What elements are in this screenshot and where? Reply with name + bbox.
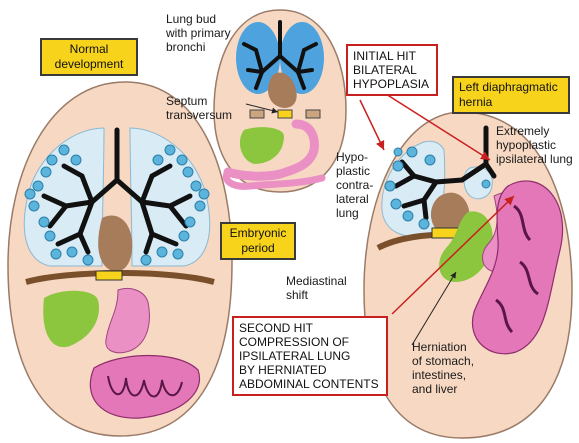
second-hit-box: SECOND HIT COMPRESSION OF IPSILATERAL LU… bbox=[232, 316, 388, 396]
initial-hit-box: INITIAL HIT BILATERAL HYPOPLASIA bbox=[346, 44, 438, 96]
lung-bud-label: Lung bud with primary bronchi bbox=[166, 12, 231, 54]
extremely-hypoplastic-label: Extremely hypoplastic ipsilateral lung bbox=[496, 124, 573, 166]
embryonic-period-label: Embryonic period bbox=[220, 222, 296, 260]
herniation-label: Herniation of stomach, intestines, and l… bbox=[412, 340, 474, 396]
hypoplastic-contralateral-label: Hypo- plastic contra- lateral lung bbox=[336, 150, 373, 220]
embryo-septum bbox=[250, 110, 320, 118]
left-diaphragmatic-hernia-label: Left diaphragmatic hernia bbox=[452, 76, 570, 114]
normal-development-label: Normal development bbox=[40, 38, 138, 76]
septum-transversum-label: Septum transversum bbox=[166, 94, 232, 122]
mediastinal-shift-label: Mediastinal shift bbox=[286, 274, 347, 302]
